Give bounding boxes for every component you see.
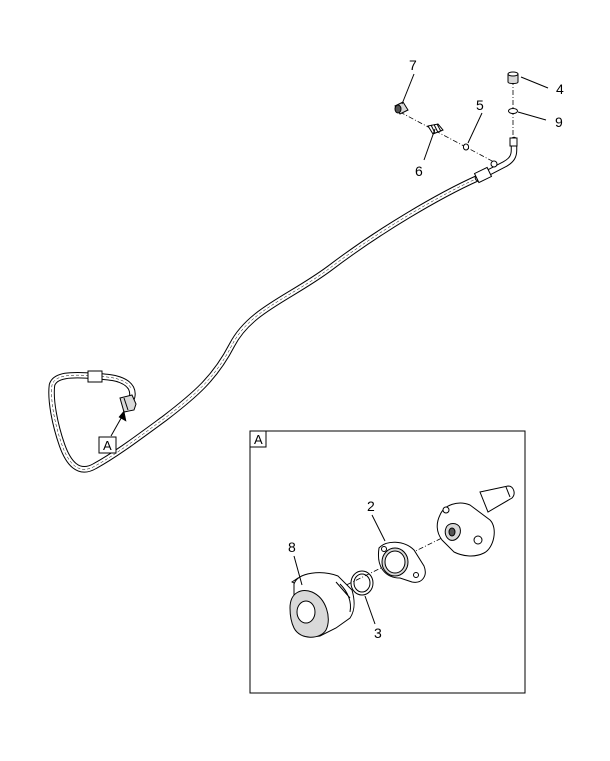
callout-5: 5: [476, 97, 484, 113]
cap-part-4: [507, 71, 519, 84]
cap-part-7: [394, 101, 409, 115]
leader-lines-top: [401, 73, 549, 161]
callout-4: 4: [556, 81, 564, 97]
gasket-part-2: [377, 541, 426, 583]
lower-hose-fitting: [119, 394, 137, 413]
detail-view-a: A: [249, 430, 526, 694]
callout-8: 8: [288, 539, 296, 555]
o-ring-part-9: [508, 108, 518, 114]
mounting-block: [436, 485, 515, 557]
tee-junction: [490, 160, 498, 168]
callout-9: 9: [555, 114, 563, 130]
flange-housing-part-8: [289, 572, 355, 638]
callout-3: 3: [374, 625, 382, 641]
callout-7: 7: [409, 57, 417, 73]
detail-a-reference-label: A: [103, 438, 112, 453]
hose-sleeve-upper: [473, 166, 493, 184]
o-ring-part-3: [350, 570, 374, 596]
callout-6: 6: [415, 163, 423, 179]
detail-a-reference-box: [98, 436, 117, 454]
detail-a-reference: A: [98, 410, 127, 454]
hose-line: [48, 136, 518, 473]
exploded-axis-lines: [399, 80, 514, 163]
detail-view-label-box: [249, 430, 267, 448]
callout-2: 2: [367, 498, 375, 514]
hose-sleeve-lower: [87, 370, 103, 383]
upper-fitting-stub: [509, 137, 518, 147]
detail-view-label: A: [254, 432, 263, 447]
washer-part-5: [462, 143, 470, 151]
connector-part-6: [427, 123, 444, 135]
